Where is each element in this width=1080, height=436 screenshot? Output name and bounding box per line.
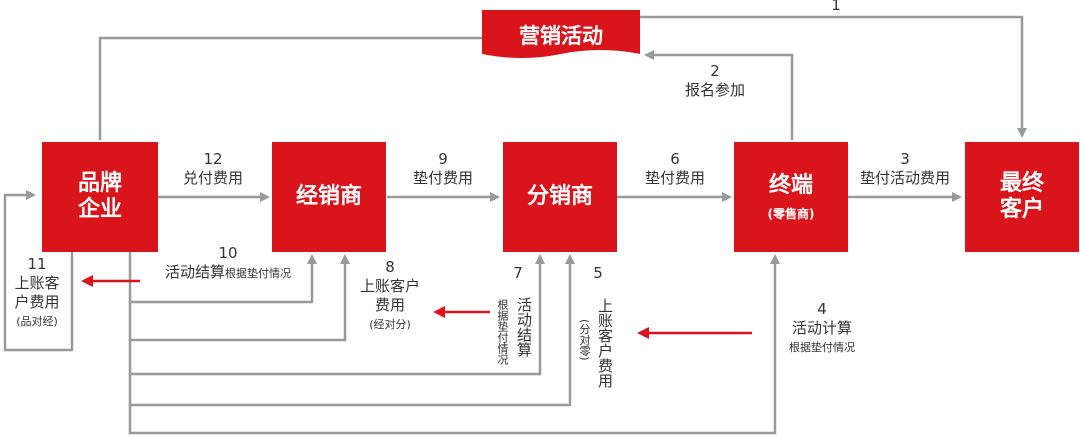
flow-6-text: 垫付费用 <box>644 169 705 187</box>
node-subdistributor-label: 分销商 <box>526 184 593 209</box>
flow-11-note: (品对经) <box>16 315 58 328</box>
flow-10-line <box>128 252 317 304</box>
flow-12-label: 12 兑付费用 <box>168 150 258 188</box>
flow-10-num: 10 <box>218 244 238 262</box>
node-subdistributor: 分销商 <box>503 142 617 252</box>
flow-11-line <box>3 190 74 352</box>
flow-8-num: 8 <box>385 258 395 276</box>
flow-2-num: 2 <box>710 62 720 80</box>
flow-9-text: 垫付费用 <box>412 169 473 187</box>
node-brand-enterprise: 品牌 企业 <box>42 142 158 252</box>
flow-6-num: 6 <box>670 150 680 168</box>
flow-1-label: 1 <box>824 0 848 15</box>
node-terminal: 终端 (零售商) <box>734 142 848 252</box>
node-distributor: 经销商 <box>272 142 386 252</box>
flow-10-note: 根据垫付情况 <box>225 267 291 280</box>
flow-6-label: 6 垫付费用 <box>630 150 720 188</box>
flow-5-text: 上账客户费用 <box>596 298 614 388</box>
flow-9-label: 9 垫付费用 <box>398 150 488 188</box>
flow-4-note: 根据垫付情况 <box>789 341 855 354</box>
flow-3-text: 垫付活动费用 <box>859 169 950 187</box>
node-final-customer: 最终 客户 <box>965 142 1079 252</box>
flow-8-label: 8 上账客户 费用 (经对分) <box>350 258 430 334</box>
flow-12-text: 兑付费用 <box>182 169 243 187</box>
flow-8-line <box>128 254 350 342</box>
flow-4-text: 活动计算 <box>791 319 852 337</box>
flow-11-label: 11 上账客 户费用 (品对经) <box>6 255 68 331</box>
flow-11-text1: 上账客 <box>14 274 60 292</box>
marketing-activity-banner: 营销活动 <box>482 10 640 62</box>
flow-3-label: 3 垫付活动费用 <box>850 150 960 188</box>
flow-2-line <box>644 50 794 140</box>
flow-8-note: (经对分) <box>369 318 411 331</box>
node-terminal-sub: (零售商) <box>767 206 815 221</box>
flow-5-note: (分对零) <box>578 319 591 361</box>
flow-10-label: 10 活动结算根据垫付情况 <box>148 244 308 283</box>
node-brand-label: 品牌 企业 <box>77 171 122 222</box>
brand-to-banner-line <box>98 36 482 140</box>
node-terminal-label: 终端 <box>768 172 813 198</box>
flow-11-text2: 户费用 <box>14 293 60 311</box>
flow-1-line <box>640 15 1027 138</box>
flow-11-num: 11 <box>27 255 47 273</box>
flow-10-text: 活动结算 <box>164 263 225 281</box>
flow-4-num: 4 <box>817 300 827 318</box>
flow-7-line <box>128 254 545 376</box>
flow-5-num: 5 <box>593 264 603 282</box>
flow-4-label: 4 活动计算 根据垫付情况 <box>776 300 868 357</box>
flow-5-line <box>128 254 575 407</box>
flow-8-text1: 上账客户 <box>359 277 420 295</box>
flow-1-num: 1 <box>831 0 841 14</box>
flow-2-text: 报名参加 <box>684 81 745 99</box>
node-customer-label: 最终 客户 <box>999 171 1044 222</box>
flow-7-text: 活动结算 <box>515 297 533 357</box>
flow-3-num: 3 <box>900 150 910 168</box>
flow-7-note: 根据垫付情况 <box>496 299 509 365</box>
flow-8-text2: 费用 <box>374 296 405 314</box>
node-distributor-label: 经销商 <box>295 184 362 209</box>
flow-7-num: 7 <box>513 264 523 282</box>
flow-12-num: 12 <box>203 150 223 168</box>
flow-9-num: 9 <box>438 150 448 168</box>
banner-label: 营销活动 <box>519 24 603 48</box>
flow-4-line <box>128 254 780 435</box>
flow-2-label: 2 报名参加 <box>670 62 760 100</box>
